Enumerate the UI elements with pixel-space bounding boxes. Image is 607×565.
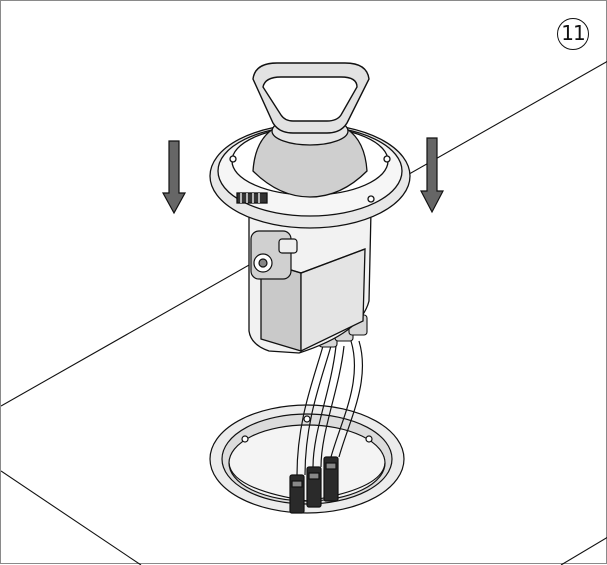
step-number-badge: 11: [557, 18, 589, 50]
cables: [296, 340, 363, 476]
down-arrow-icon: [161, 140, 187, 215]
side-latch: [250, 230, 298, 280]
carry-handle: [252, 62, 370, 134]
down-arrow-icon: [420, 137, 444, 214]
